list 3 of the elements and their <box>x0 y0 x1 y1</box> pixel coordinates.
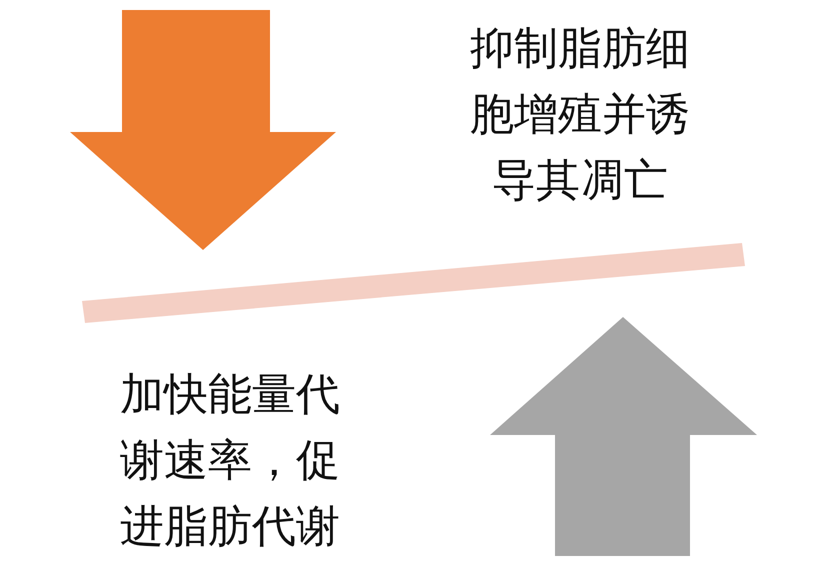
balance-bar <box>82 243 745 323</box>
note-text: 加快能量代谢速率，促进脂肪代谢 <box>120 368 340 554</box>
note-text: 抑制脂肪细胞增殖并诱导其凋亡 <box>470 22 690 208</box>
